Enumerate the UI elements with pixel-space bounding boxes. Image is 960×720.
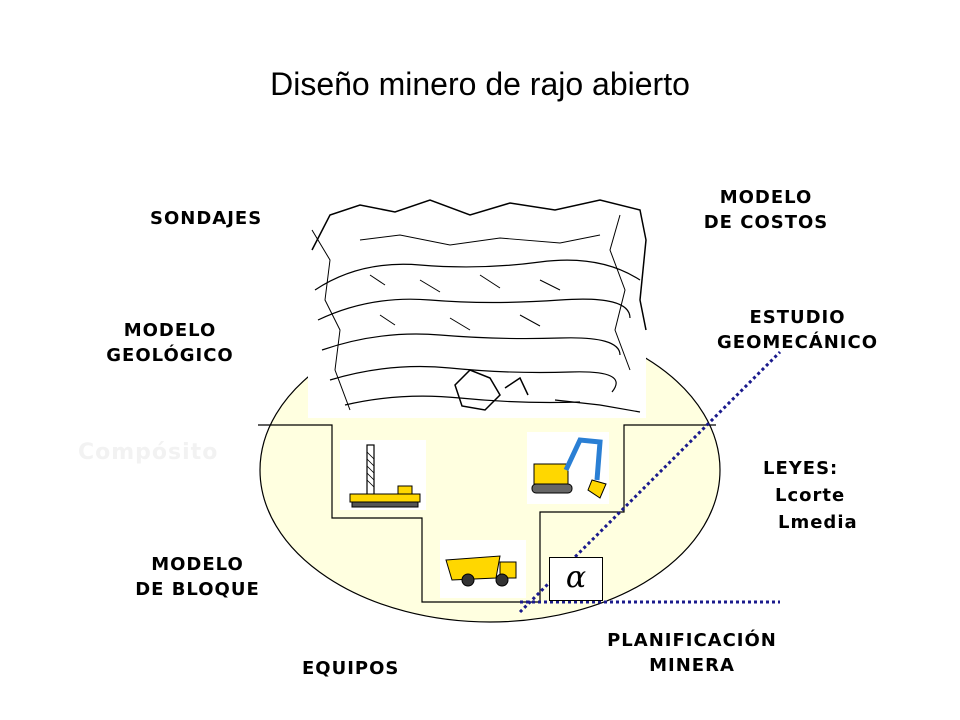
slope-angle-symbol: α	[549, 557, 603, 601]
open-pit-sketch-icon	[308, 196, 647, 418]
drill-rig-icon	[340, 440, 426, 510]
ghost-label: Compósito	[78, 440, 219, 465]
excavator-icon	[527, 432, 609, 504]
label-planificacion: PLANIFICACIÓN MINERA	[607, 630, 777, 676]
label-estudio-geomecanico: ESTUDIO GEOMECÁNICO	[717, 307, 878, 353]
label-sondajes: SONDAJES	[150, 208, 263, 229]
label-leyes: LEYES: Lcorte Lmedia	[763, 458, 858, 533]
label-modelo-geologico: MODELO GEOLÓGICO	[106, 320, 234, 366]
label-modelo-bloque: MODELO DE BLOQUE	[135, 554, 260, 600]
diagram-title: Diseño minero de rajo abierto	[270, 66, 690, 102]
label-equipos: EQUIPOS	[302, 658, 400, 679]
label-modelo-costos: MODELO DE COSTOS	[703, 187, 829, 233]
haul-truck-icon	[440, 540, 526, 598]
